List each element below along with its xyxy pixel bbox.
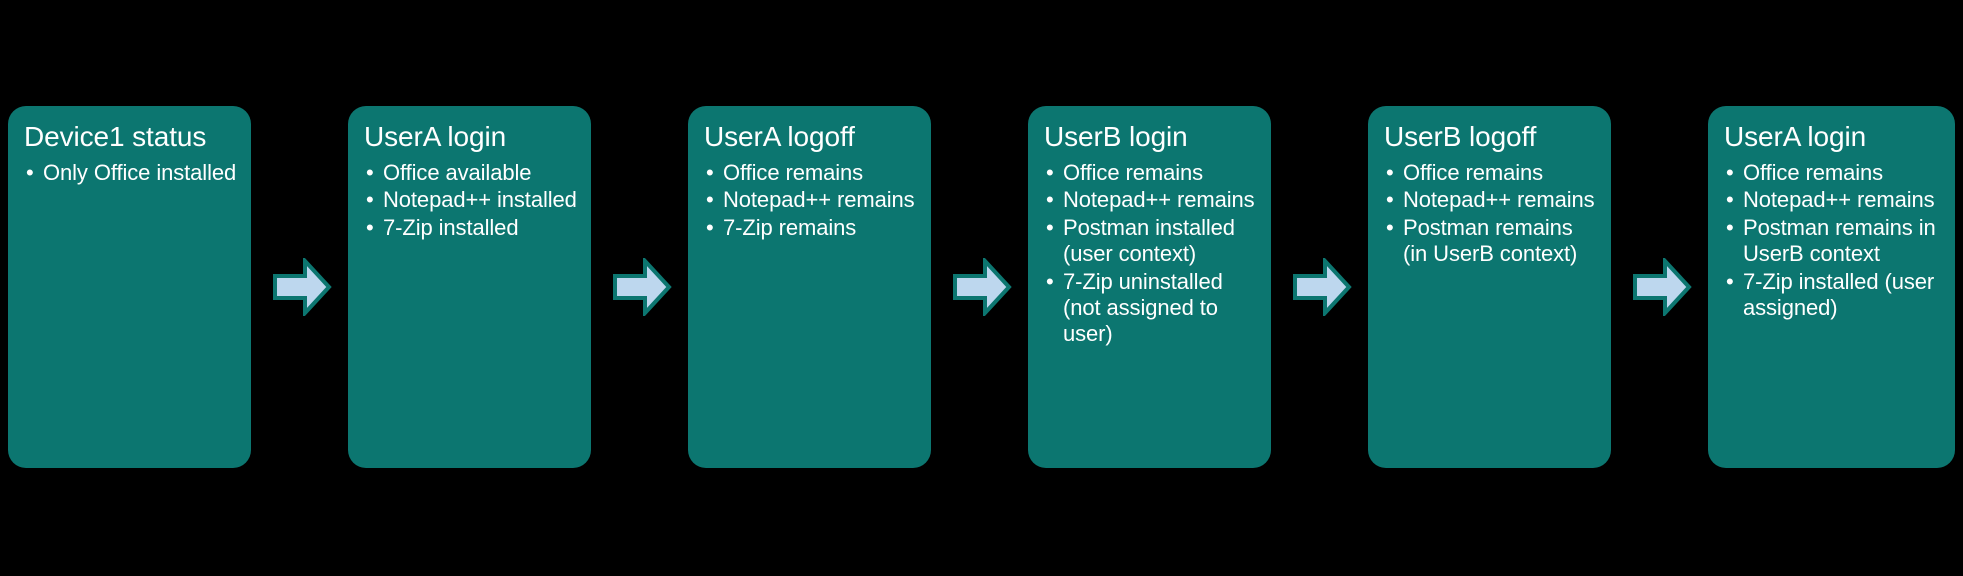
list-item: 7-Zip uninstalled (not assigned to user) [1044, 269, 1258, 348]
flow-node-title: UserB logoff [1384, 121, 1537, 152]
list-item: Office remains [1724, 160, 1942, 187]
flow-node-usera-login-2[interactable]: UserA login Office remains Notepad++ rem… [1708, 106, 1955, 468]
flow-node-userb-login[interactable]: UserB login Office remains Notepad++ rem… [1028, 106, 1271, 468]
arrow-right-icon [272, 258, 332, 316]
flow-node-title: Device1 status [24, 121, 207, 152]
flow-node-bullet-list: Only Office installed [24, 160, 238, 187]
flow-node-bullet-list: Office remains Notepad++ remains 7-Zip r… [704, 160, 918, 242]
list-item: Postman remains in UserB context [1724, 215, 1942, 268]
list-item: Office remains [1044, 160, 1258, 187]
list-item: Notepad++ remains [1384, 187, 1598, 214]
flow-node-usera-login-1[interactable]: UserA login Office available Notepad++ i… [348, 106, 591, 468]
flow-node-bullet-list: Office available Notepad++ installed 7-Z… [364, 160, 578, 242]
list-item: Office remains [704, 160, 918, 187]
list-item: Only Office installed [24, 160, 238, 187]
list-item: Notepad++ installed [364, 187, 578, 214]
flow-node-bullet-list: Office remains Notepad++ remains Postman… [1044, 160, 1258, 348]
flow-node-device1-status[interactable]: Device1 status Only Office installed [8, 106, 251, 468]
list-item: Postman installed (user context) [1044, 215, 1258, 268]
list-item: 7-Zip remains [704, 215, 918, 242]
list-item: Notepad++ remains [1044, 187, 1258, 214]
list-item: Notepad++ remains [1724, 187, 1942, 214]
list-item: Office available [364, 160, 578, 187]
flow-node-bullet-list: Office remains Notepad++ remains Postman… [1384, 160, 1598, 268]
list-item: 7-Zip installed (user assigned) [1724, 269, 1942, 322]
flow-node-title: UserA login [1724, 121, 1867, 152]
arrow-right-icon [952, 258, 1012, 316]
flow-node-usera-logoff[interactable]: UserA logoff Office remains Notepad++ re… [688, 106, 931, 468]
arrow-right-icon [612, 258, 672, 316]
arrow-right-icon [1292, 258, 1352, 316]
flow-node-title: UserA logoff [704, 121, 855, 152]
list-item: Office remains [1384, 160, 1598, 187]
flow-node-title: UserB login [1044, 121, 1188, 152]
flow-node-userb-logoff[interactable]: UserB logoff Office remains Notepad++ re… [1368, 106, 1611, 468]
list-item: Notepad++ remains [704, 187, 918, 214]
list-item: Postman remains (in UserB context) [1384, 215, 1598, 268]
flow-node-title: UserA login [364, 121, 507, 152]
flow-node-bullet-list: Office remains Notepad++ remains Postman… [1724, 160, 1942, 321]
arrow-right-icon [1632, 258, 1692, 316]
list-item: 7-Zip installed [364, 215, 578, 242]
